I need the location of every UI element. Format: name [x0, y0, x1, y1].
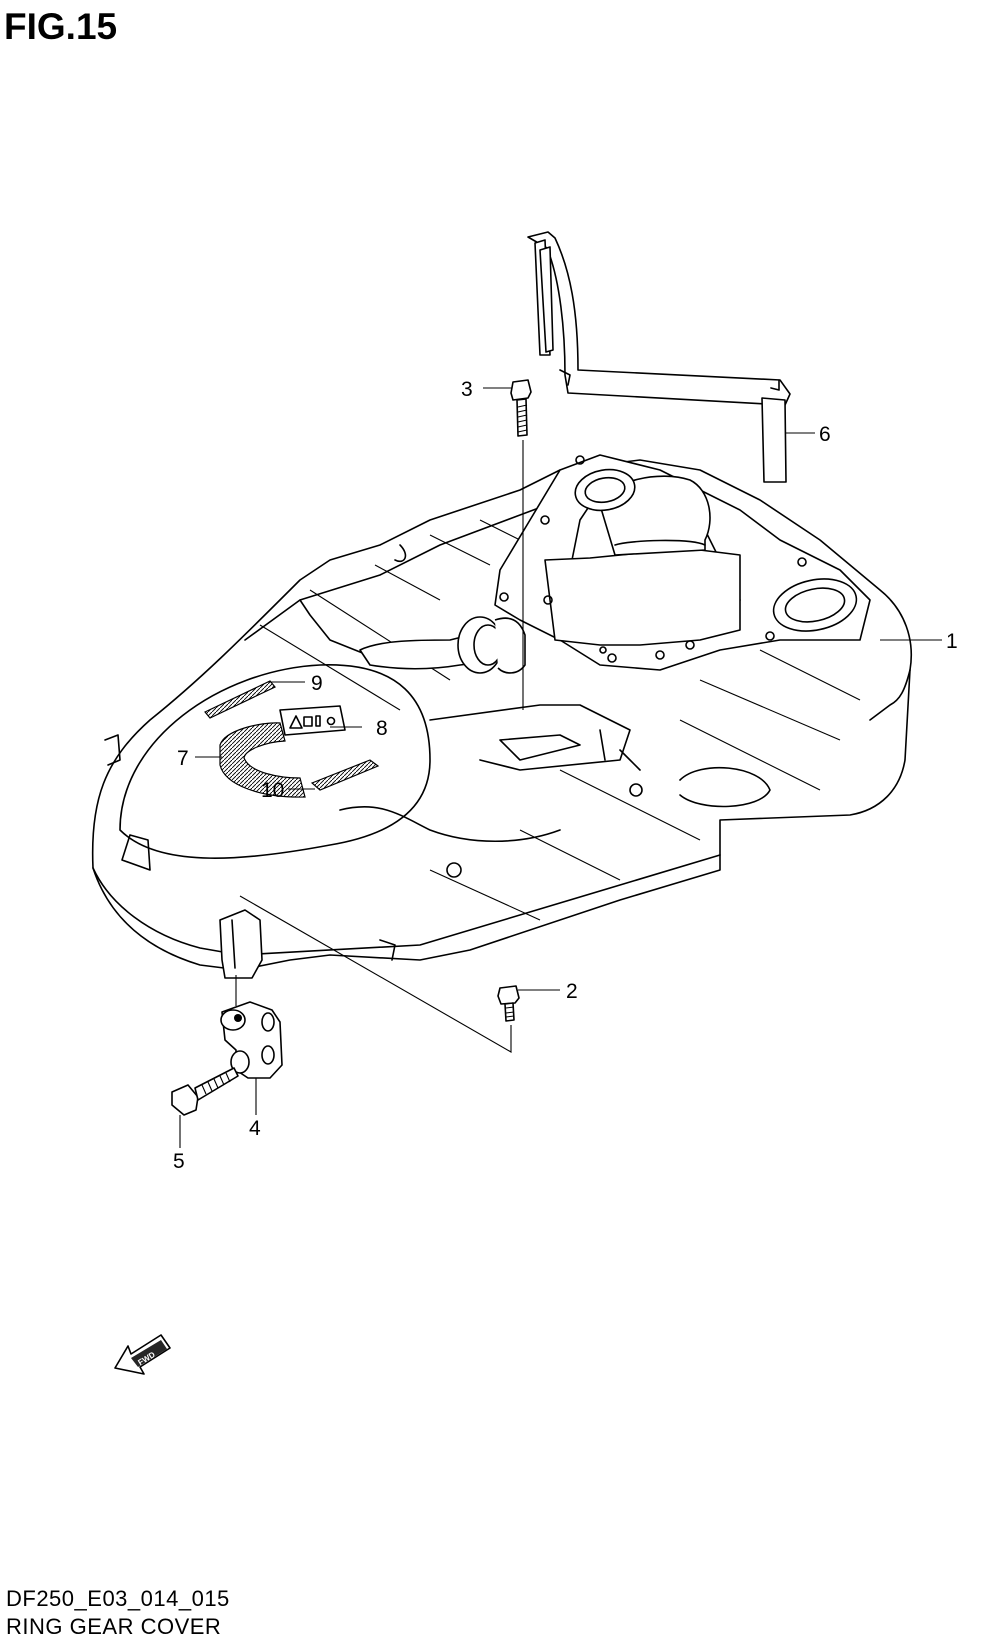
- decal-9: [204, 680, 276, 719]
- callout-3: 3: [461, 378, 473, 401]
- bolt-part-5: [171, 1067, 239, 1116]
- callout-5: 5: [173, 1150, 185, 1173]
- ring-gear-cover-part: [91, 454, 912, 979]
- decal-10: [310, 759, 380, 791]
- bolt-part-3: [510, 379, 532, 710]
- bolt-part-2: [239, 895, 520, 1053]
- callout-1: 1: [946, 630, 958, 653]
- callout-9: 9: [311, 672, 323, 695]
- bracket-part-6: [527, 231, 791, 483]
- figure-title: FIG.15: [4, 6, 118, 47]
- callout-6: 6: [819, 423, 831, 446]
- mount-bracket-part-4: [220, 975, 283, 1079]
- decal-8: [279, 705, 346, 736]
- callout-8: 8: [376, 717, 388, 740]
- decal-7: [219, 722, 306, 798]
- callout-2: 2: [566, 980, 578, 1003]
- callout-4: 4: [249, 1117, 261, 1140]
- leader-lines: [179, 387, 942, 1148]
- drawing-name: RING GEAR COVER: [6, 1614, 222, 1639]
- drawing-code: DF250_E03_014_015: [6, 1586, 230, 1611]
- callout-7: 7: [177, 747, 189, 770]
- callout-10: 10: [261, 779, 284, 802]
- fwd-arrow-icon: FWD: [114, 1334, 171, 1375]
